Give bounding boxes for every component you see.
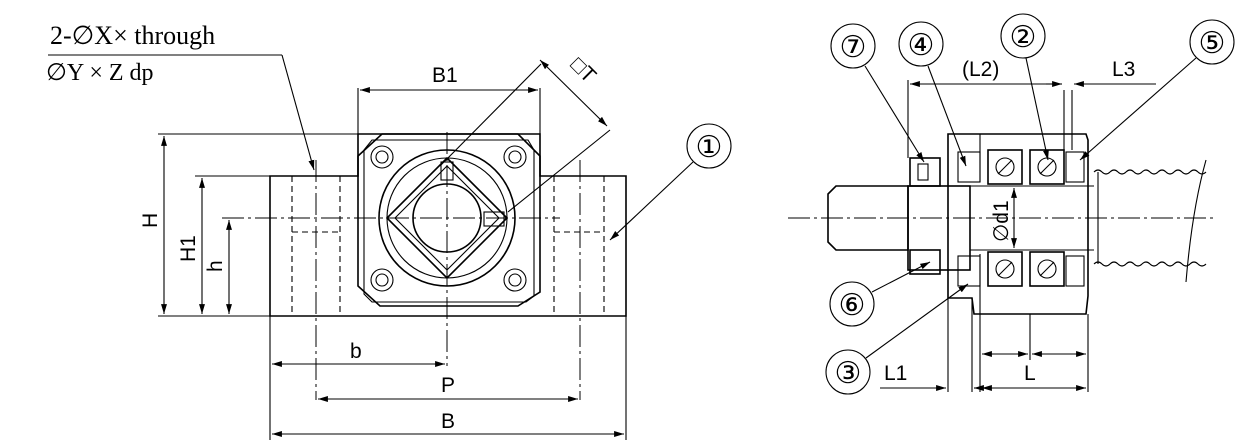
housing-profile: [947, 133, 1089, 315]
bolt-hole-tl-inner: [375, 150, 389, 164]
callout-2-leader: [1025, 57, 1049, 161]
dim-B-label: B: [441, 410, 455, 433]
front-dimensions: B1 □T H H1 h b P: [139, 53, 627, 440]
callout-3-leader: [865, 283, 969, 359]
callout-7-circle: [830, 23, 876, 69]
bolt-hole-tr: [503, 145, 527, 169]
dim-P-label: P: [441, 374, 455, 397]
callout-5-leader: [1079, 57, 1197, 161]
seal-top: [1065, 151, 1085, 183]
shaft-step: [907, 185, 971, 271]
dim-L2-label: (L2): [962, 58, 999, 81]
callout-7: ⑦: [830, 23, 925, 163]
seal-bottom: [1065, 255, 1085, 287]
lock-nut-slot: [917, 163, 929, 181]
flange-inner: [363, 139, 535, 303]
bolt-hole-bl: [370, 268, 394, 292]
break-line: [1185, 159, 1207, 283]
ball-contact: [997, 159, 1013, 175]
dim-L-label: L: [1024, 362, 1036, 385]
dim-b-label: b: [350, 340, 362, 363]
dim-L3-label: L3: [1112, 58, 1135, 81]
callout-4-label: ④: [908, 29, 935, 62]
thread-bottom: [1093, 261, 1207, 267]
dim-T-line: [539, 59, 608, 127]
bolt-hole-br: [503, 268, 527, 292]
callout-4: ④: [898, 21, 967, 167]
flange-square: [357, 133, 541, 307]
ext-line: [439, 63, 542, 167]
side-view: (L2) L3 ∅d1 L1 L ⑦ ④: [788, 13, 1235, 395]
ball: [995, 259, 1015, 279]
ball-contact: [1039, 159, 1055, 175]
note-leader: [281, 54, 315, 171]
callout-7-leader: [864, 65, 925, 163]
spacer-bottom: [957, 255, 981, 287]
callout-5-circle: [1189, 19, 1235, 65]
front-view: 2-∅X× through ∅Y × Z dp: [46, 21, 732, 440]
callout-6: ⑥: [829, 261, 931, 327]
callout-4-leader: [927, 65, 967, 167]
callout-1-circle: [686, 123, 732, 169]
ball: [1037, 259, 1057, 279]
dim-B1-label: B1: [432, 64, 458, 87]
callout-3-label: ③: [835, 357, 862, 390]
lock-nut-top: [909, 157, 941, 187]
bolt-hole-br-inner: [508, 273, 522, 287]
spacer-top: [957, 151, 981, 183]
ball-contact: [997, 261, 1013, 277]
callout-1-label: ①: [696, 131, 723, 164]
ball: [995, 157, 1015, 177]
dim-h-label: h: [204, 260, 227, 272]
side-dimensions: (L2) L3 ∅d1 L1 L: [880, 58, 1156, 392]
callout-7-label: ⑦: [840, 31, 867, 64]
callout-6-label: ⑥: [839, 289, 866, 322]
callout-2-circle: [1000, 13, 1046, 59]
bearing-1-top: [987, 149, 1023, 185]
dim-T-label: □T: [566, 53, 600, 87]
callout-4-circle: [898, 21, 944, 67]
callout-2-label: ②: [1010, 21, 1037, 54]
callout-3: ③: [825, 283, 969, 395]
hole-note-line2: ∅Y × Z dp: [46, 60, 154, 86]
housing-outline: [222, 132, 627, 400]
bearing-1-bottom: [987, 251, 1023, 287]
callout-6-circle: [829, 281, 875, 327]
lock-nut-bottom: [909, 249, 941, 275]
callout-1-leader: [609, 161, 694, 241]
callout-3-circle: [825, 349, 871, 395]
callout-5-label: ⑤: [1199, 27, 1226, 60]
hole-note-line1: 2-∅X× through: [50, 21, 215, 50]
bolt-hole-bl-inner: [375, 273, 389, 287]
dim-H1-label: H1: [177, 235, 200, 262]
ball-contact: [1039, 261, 1055, 277]
bolt-hole-tl: [370, 145, 394, 169]
key-right: [483, 211, 505, 227]
dim-H-label: H: [139, 213, 162, 228]
thread-top: [1093, 169, 1207, 175]
callout-5: ⑤: [1079, 19, 1235, 161]
callout-6-leader: [871, 261, 931, 293]
ext-line: [507, 129, 611, 213]
bearing-2-bottom: [1029, 251, 1065, 287]
dim-L1-label: L1: [884, 362, 907, 385]
callout-2: ②: [1000, 13, 1049, 161]
shaft: [788, 159, 1216, 283]
housing-body: [269, 133, 627, 317]
hole-note: 2-∅X× through ∅Y × Z dp: [46, 21, 315, 171]
bolt-hole-tr-inner: [508, 150, 522, 164]
callout-1: ①: [609, 123, 732, 241]
dim-d1-label: ∅d1: [990, 200, 1013, 242]
